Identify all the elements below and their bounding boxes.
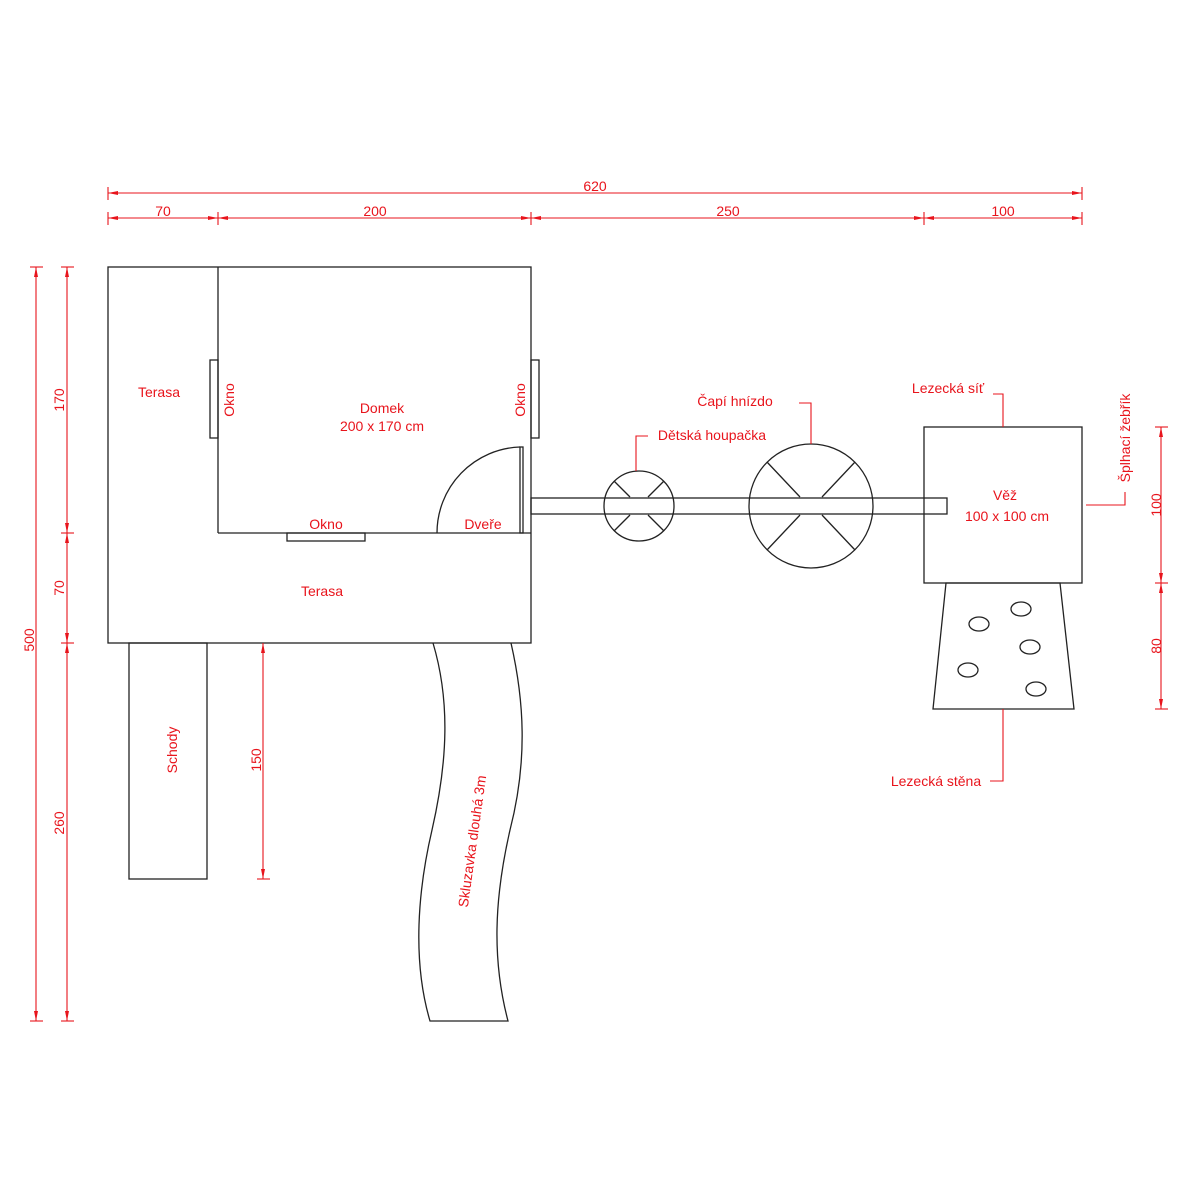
dim-100: 100 [991,203,1015,219]
nest-label: Čapí hnízdo [697,393,773,409]
dim-500: 500 [21,628,37,652]
wall-leader: Lezecká stěna [891,709,1004,789]
net-leader: Lezecká síť [912,380,1004,427]
window-bottom [286,532,366,542]
window-left [209,359,219,439]
dim-150: 150 [248,748,264,772]
dimension-left-segments: 170 70 260 [51,266,74,1022]
slide [418,642,523,1022]
house-name: Domek [360,400,405,416]
child-swing [603,470,675,542]
dim-wall-80: 80 [1148,638,1164,654]
stork-nest [748,443,874,569]
window-left-label: Okno [221,383,237,417]
nest-leader: Čapí hnízdo [697,393,812,444]
tower [923,426,1083,584]
tower-name: Věž [993,487,1017,503]
dim-250: 250 [716,203,740,219]
slide-label: Skluzavka dlouhá 3m [455,774,489,908]
net-label: Lezecká síť [912,380,985,396]
dimension-total-height: 500 [21,266,43,1022]
dim-70-left: 70 [51,580,67,596]
dim-620: 620 [583,178,607,194]
dimension-total-width: 620 [107,178,1083,200]
house-size: 200 x 170 cm [340,418,424,434]
wall-label: Lezecká stěna [891,773,981,789]
window-right-label: Okno [512,383,528,417]
swing-leader: Dětská houpačka [635,427,766,471]
ladder-label: Šplhací žebřík [1117,393,1133,483]
door [436,446,524,534]
swing-label: Dětská houpačka [658,427,766,443]
dim-200: 200 [363,203,387,219]
dim-tower-100: 100 [1148,493,1164,517]
climbing-wall [932,582,1075,710]
dim-260: 260 [51,811,67,835]
beam [530,497,948,515]
dimension-stairs: 150 [248,643,270,880]
dimension-segments: 70 200 250 100 [107,203,1083,225]
door-label: Dveře [464,516,502,532]
terrace-bottom-label: Terasa [301,583,343,599]
ladder-leader: Šplhací žebřík [1086,393,1133,506]
stairs-label: Schody [164,727,180,774]
dim-170: 170 [51,388,67,412]
stairs [128,642,208,880]
terrace-top-label: Terasa [138,384,180,400]
dim-70: 70 [155,203,171,219]
window-right [530,359,540,439]
window-bottom-label: Okno [309,516,343,532]
dimension-right: 100 80 [1148,426,1168,710]
tower-size: 100 x 100 cm [965,508,1049,524]
